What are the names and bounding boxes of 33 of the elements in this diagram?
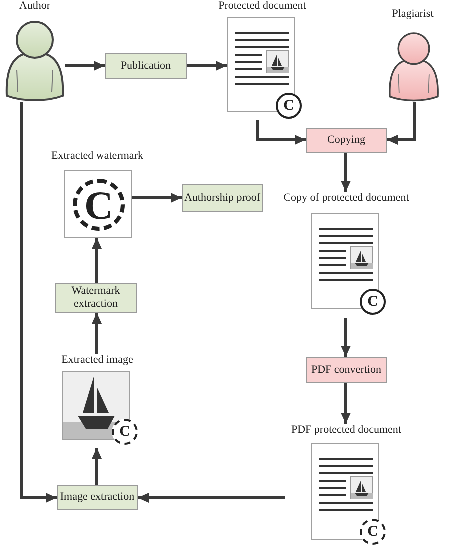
arrow xyxy=(341,153,351,192)
node-caption: Protected document xyxy=(218,0,308,14)
copyright-symbol: C xyxy=(112,419,138,445)
process-box: PDF convertion xyxy=(306,357,387,383)
arrow xyxy=(92,238,102,283)
node-caption: Plagiarist xyxy=(391,8,435,22)
arrow xyxy=(187,61,227,71)
arrow xyxy=(65,61,105,71)
arrow xyxy=(132,193,182,203)
arrow xyxy=(256,120,306,145)
process-box: Publication xyxy=(105,53,187,79)
arrow xyxy=(20,102,57,503)
copyright-symbol: C xyxy=(360,519,386,545)
document-title: PDF protected document xyxy=(290,424,402,438)
arrow xyxy=(92,313,102,354)
arrow xyxy=(387,102,416,145)
copyright-symbol: C xyxy=(276,93,302,119)
copyright-symbol: C xyxy=(73,179,125,231)
arrow xyxy=(138,493,285,503)
person-icon xyxy=(5,18,65,102)
arrow xyxy=(341,318,351,357)
process-box: Image extraction xyxy=(57,485,138,510)
process-box: Authorship proof xyxy=(182,184,263,212)
arrow xyxy=(92,448,102,485)
watermark-box xyxy=(64,170,132,238)
node-caption: Extracted watermark xyxy=(50,150,144,164)
process-box: Watermark extraction xyxy=(55,283,137,313)
document-title: Copy of protected document xyxy=(282,192,410,206)
node-caption: Author xyxy=(18,0,52,14)
document-title: Extracted image xyxy=(60,354,134,368)
copyright-symbol: C xyxy=(360,289,386,315)
arrow xyxy=(341,383,351,424)
process-box: Copying xyxy=(306,128,387,153)
